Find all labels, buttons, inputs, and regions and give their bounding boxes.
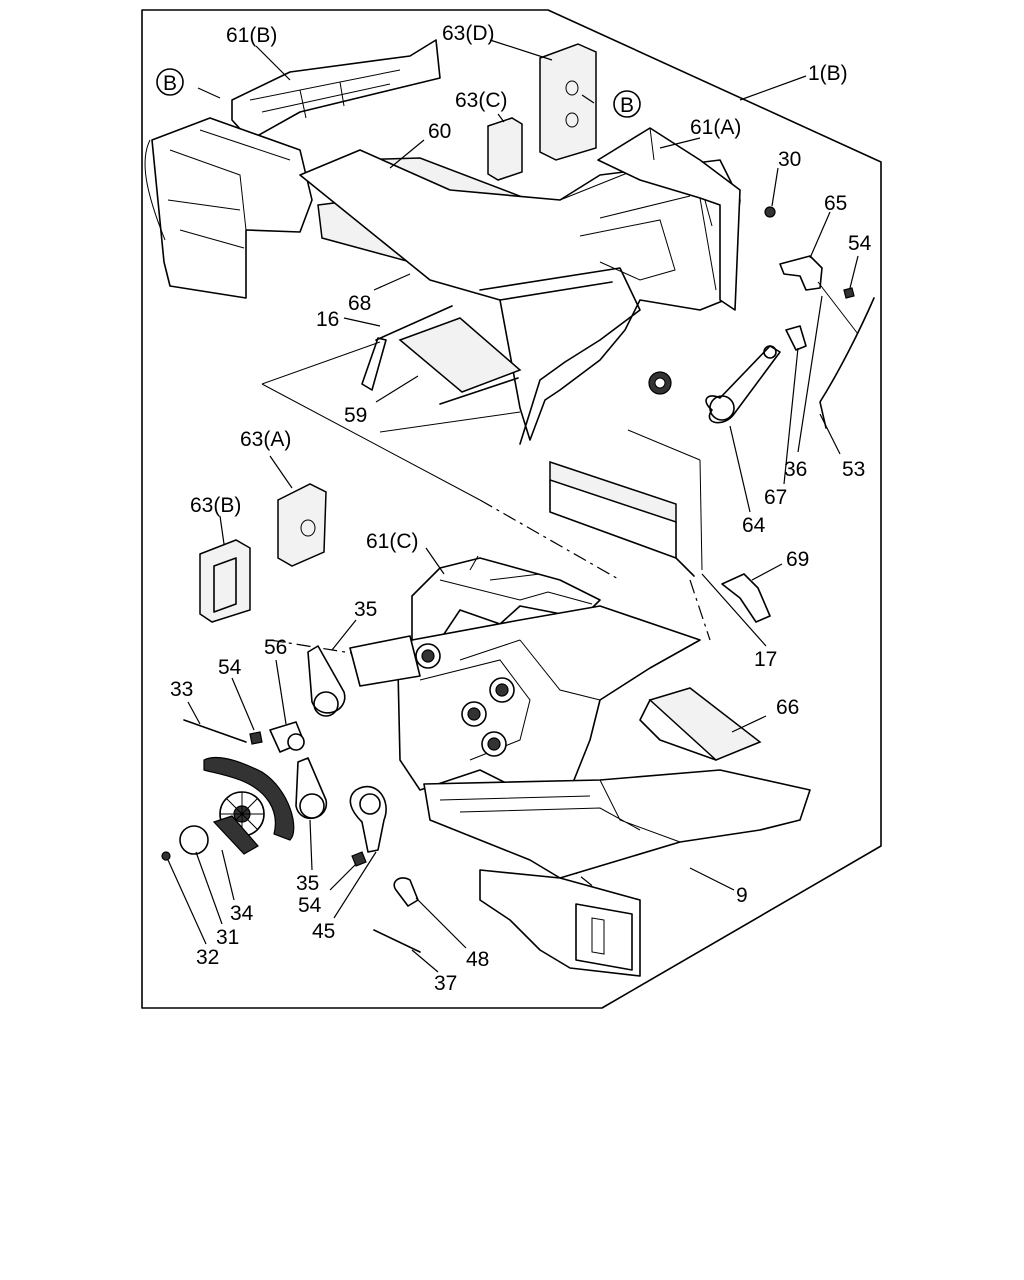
- housing-brace: [479, 267, 641, 445]
- callout-64: 64: [742, 514, 766, 537]
- lever-65: [779, 255, 823, 291]
- screw-54-upper: [843, 287, 855, 299]
- callout-35-top: 35: [354, 598, 377, 621]
- leader-lines: [167, 39, 859, 973]
- duct-plate-61b: [231, 39, 441, 141]
- callout-b-right: B: [620, 94, 634, 117]
- left-housing: [151, 117, 313, 299]
- callout-69: 69: [786, 548, 809, 571]
- gasket-63b: [199, 539, 251, 623]
- cap-31: [179, 825, 209, 855]
- foam-pad-63c: [487, 117, 523, 181]
- callouts: 61(B) 63(D) 1(B) B B 63(C) 60 61(A) 30 6…: [163, 22, 872, 995]
- middle-parts: [199, 460, 771, 623]
- callout-61b: 61(B): [226, 24, 277, 47]
- lower-case-assembly: [161, 555, 811, 977]
- callout-48: 48: [466, 948, 489, 971]
- screw-30: [764, 206, 776, 218]
- callout-37: 37: [434, 972, 457, 995]
- callout-54-mid: 54: [218, 656, 242, 679]
- reference-marker-b-right: [613, 90, 641, 118]
- rod-33: [183, 719, 247, 743]
- screw-54-low: [351, 851, 367, 867]
- callout-63a: 63(A): [240, 428, 291, 451]
- base-tray-9: [423, 769, 811, 879]
- callout-63b: 63(B): [190, 494, 241, 517]
- callout-67: 67: [764, 486, 787, 509]
- upper-case-assembly: [144, 39, 875, 445]
- rod-53: [819, 297, 875, 429]
- rod-37: [373, 929, 421, 953]
- callout-35-bottom: 35: [296, 872, 319, 895]
- door-shutter-17: [549, 460, 677, 524]
- callout-b-left: B: [163, 72, 177, 95]
- callout-61a: 61(A): [690, 116, 741, 139]
- knob-lever: [212, 815, 259, 855]
- gear-sector: [203, 756, 295, 841]
- evaporator-core-59: [398, 317, 522, 393]
- callout-30: 30: [778, 148, 801, 171]
- wire-36: [817, 281, 859, 335]
- clip-67: [785, 325, 807, 351]
- screw-32: [161, 851, 171, 861]
- outlet-duct: [479, 869, 641, 977]
- screw-54-mid: [249, 731, 263, 745]
- panel-66: [648, 687, 762, 761]
- callout-54-low: 54: [298, 894, 322, 917]
- callout-59: 59: [344, 404, 367, 427]
- linkage-69: [721, 573, 771, 623]
- foam-pad-63d: [539, 43, 597, 161]
- callout-33: 33: [170, 678, 193, 701]
- callout-36: 36: [784, 458, 807, 481]
- reference-marker-b-left: [156, 68, 184, 96]
- callout-56: 56: [264, 636, 287, 659]
- cam-45: [349, 785, 387, 853]
- callout-9: 9: [736, 884, 748, 907]
- callout-31: 31: [216, 926, 239, 949]
- callout-34: 34: [230, 902, 254, 925]
- diagram-frame: [141, 9, 882, 1009]
- callout-60: 60: [428, 120, 451, 143]
- callout-32: 32: [196, 946, 219, 969]
- callout-63c: 63(C): [455, 89, 508, 112]
- lever-48: [393, 877, 419, 907]
- bracket: [349, 635, 421, 687]
- callout-53: 53: [842, 458, 865, 481]
- callout-68: 68: [348, 292, 371, 315]
- callout-45: 45: [312, 920, 335, 943]
- callout-17: 17: [754, 648, 777, 671]
- callout-63d: 63(D): [442, 22, 495, 45]
- lower-housing: [397, 605, 701, 791]
- callout-65: 65: [824, 192, 847, 215]
- callout-61c: 61(C): [366, 530, 419, 553]
- callout-16: 16: [316, 308, 339, 331]
- callout-54-top: 54: [848, 232, 872, 255]
- callout-66: 66: [776, 696, 799, 719]
- callout-1b: 1(B): [808, 62, 848, 85]
